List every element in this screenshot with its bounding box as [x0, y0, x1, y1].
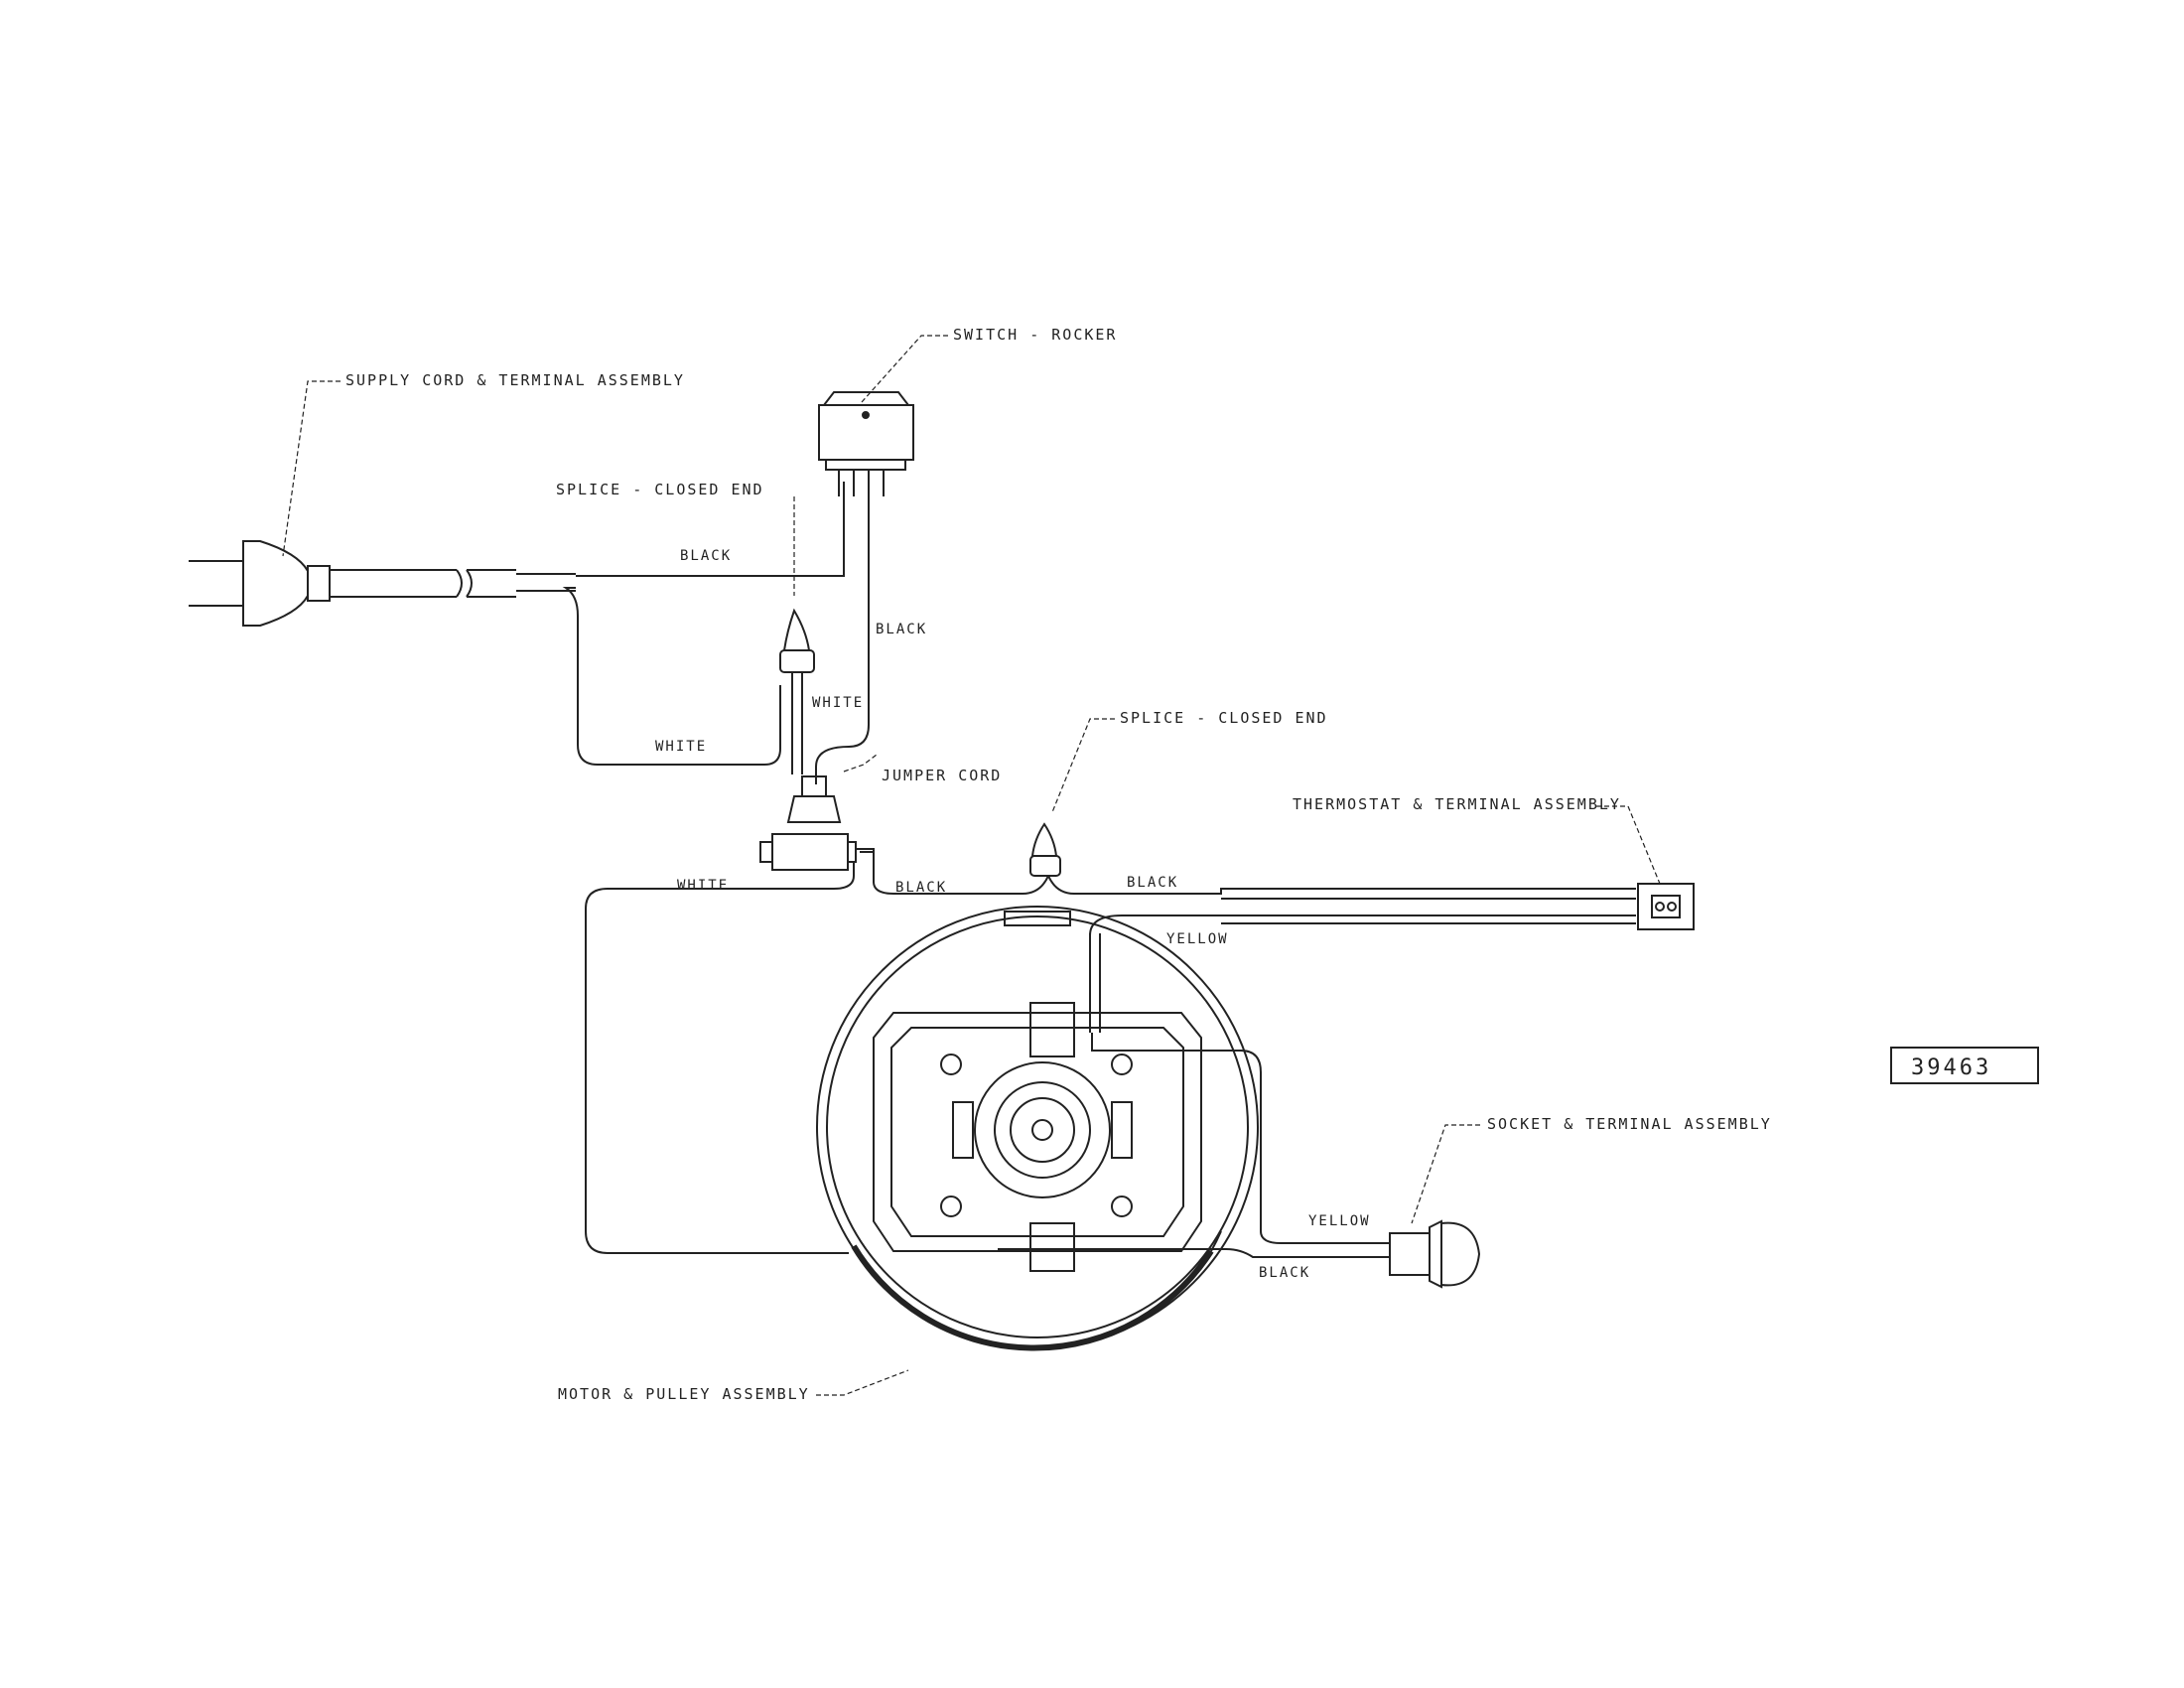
label-thermostat: THERMOSTAT & TERMINAL ASSEMBLY [1293, 795, 1621, 813]
wire-label-yellow-socket: YELLOW [1308, 1213, 1371, 1229]
supply-plug [189, 540, 576, 627]
label-switch-rocker: SWITCH - ROCKER [953, 326, 1117, 344]
motor-pulley-assembly [816, 906, 1259, 1351]
socket-assembly [1389, 1219, 1481, 1289]
wire-black-thermostat [1047, 875, 1636, 895]
wire-label-white-motor: WHITE [677, 878, 729, 894]
wire-yellow-motor [1091, 1033, 1390, 1244]
jumper-cord-plug [759, 775, 874, 871]
label-socket: SOCKET & TERMINAL ASSEMBLY [1487, 1115, 1772, 1133]
thermostat-connector [1637, 883, 1695, 930]
wire-black-supply [576, 482, 845, 577]
label-splice-2: SPLICE - CLOSED END [1120, 709, 1328, 727]
part-number-box [1890, 1047, 2039, 1084]
wire-label-black-socket: BLACK [1259, 1265, 1310, 1281]
splice-closed-end-2 [1029, 822, 1061, 877]
wire-white-supply [562, 587, 781, 766]
wire-label-black-thermostat: BLACK [1127, 875, 1178, 891]
wire-black-switch [815, 496, 870, 784]
wire-label-yellow-thermostat: YELLOW [1166, 931, 1229, 947]
splice-closed-end-1 [779, 608, 815, 774]
wire-label-white-jumper: WHITE [812, 695, 864, 711]
wire-label-black-switch: BLACK [876, 622, 927, 637]
wire-black-jumper-out [856, 848, 1049, 895]
label-supply-cord: SUPPLY CORD & TERMINAL ASSEMBLY [345, 371, 685, 389]
wire-label-white-supply: WHITE [655, 739, 707, 755]
rocker-switch [818, 391, 914, 496]
wire-label-black-jumper-out: BLACK [895, 880, 947, 896]
leader-lines [282, 335, 1661, 1396]
wire-white-motor [585, 862, 855, 1254]
part-number: 39463 [1911, 1055, 1991, 1080]
label-motor-pulley: MOTOR & PULLEY ASSEMBLY [558, 1385, 810, 1403]
label-splice-1: SPLICE - CLOSED END [556, 481, 764, 498]
wire-black-socket [998, 1248, 1390, 1258]
wire-label-black-supply: BLACK [680, 548, 732, 564]
label-jumper-cord: JUMPER CORD [882, 767, 1002, 784]
